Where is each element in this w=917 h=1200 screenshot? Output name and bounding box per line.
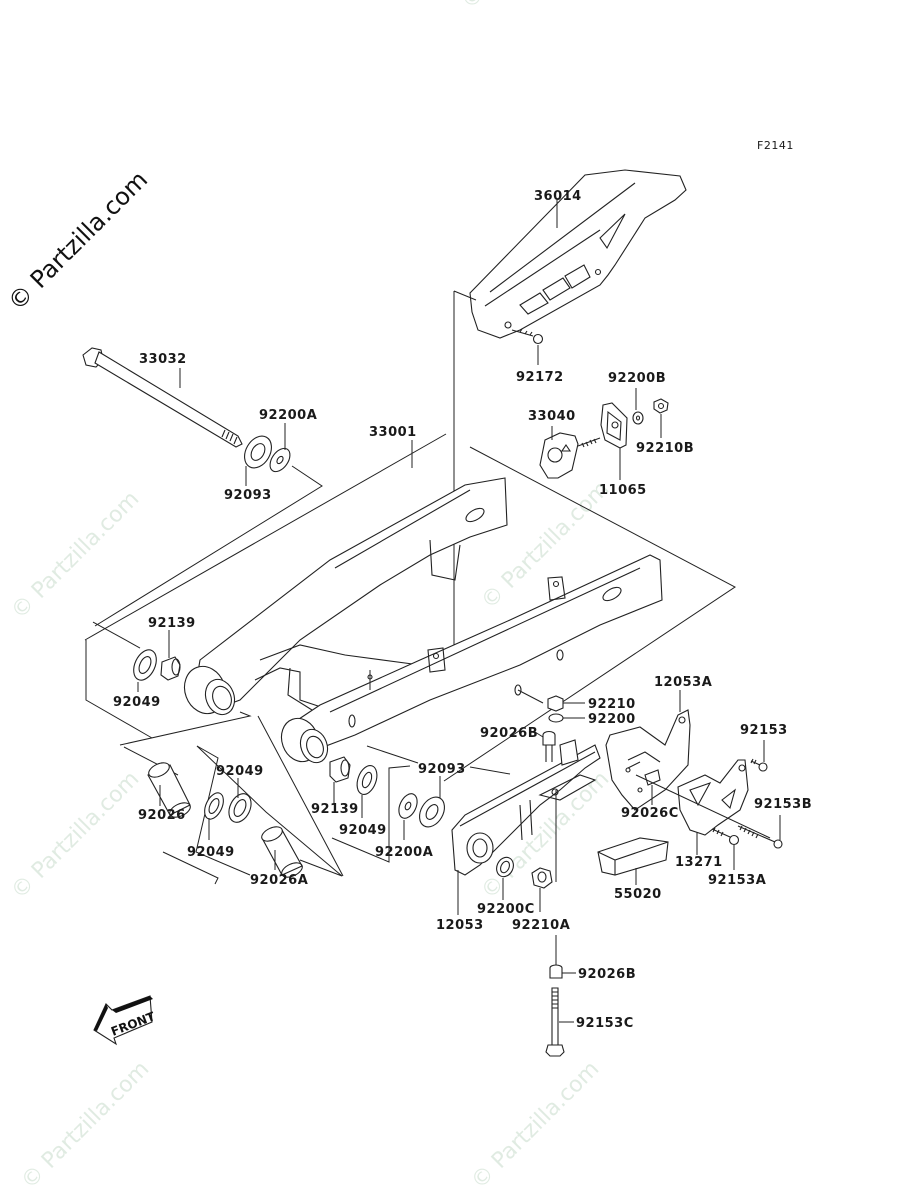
label-92093-mid: 92093 [418,762,466,777]
label-12053: 12053 [436,918,484,933]
label-13271: 13271 [675,855,723,870]
washer-92200A-top[interactable] [266,445,294,475]
pivot-shaft-33032[interactable] [82,347,243,448]
label-36014: 36014 [534,189,582,204]
label-92139-mid: 92139 [311,802,359,817]
label-33040: 33040 [528,409,576,424]
nut-92210[interactable] [547,695,564,712]
label-92172: 92172 [516,370,564,385]
label-92153: 92153 [740,723,788,738]
chain-slider-12053[interactable] [451,744,601,876]
label-55020: 55020 [614,887,662,902]
swingarm-33001[interactable] [178,477,663,767]
label-33001: 33001 [369,425,417,440]
label-92026B-bottom: 92026B [578,967,636,982]
watermark-faint: © Partzilla.com [457,0,595,14]
label-92200A-top: 92200A [259,408,317,423]
adjuster-33040[interactable] [539,432,601,479]
watermark-faint: © Partzilla.com [7,767,145,905]
watermark-faint: © Partzilla.com [7,487,145,625]
label-92200B: 92200B [608,371,666,386]
block-55020[interactable] [597,837,669,876]
sleeve-92026A[interactable] [259,824,304,880]
bushing-92139-mid[interactable] [329,756,351,783]
label-92210: 92210 [588,697,636,712]
label-92049-left: 92049 [113,695,161,710]
label-92026A: 92026A [250,873,308,888]
label-92210A: 92210A [512,918,570,933]
washer-92200C[interactable] [494,855,517,880]
nut-92210A[interactable] [531,867,553,889]
bracket-13271[interactable] [677,759,749,836]
label-92026C: 92026C [621,806,679,821]
label-92210B: 92210B [636,441,694,456]
bolt-92153[interactable] [750,758,768,772]
front-arrow-icon: FRONT [93,995,158,1046]
label-92026: 92026 [138,808,186,823]
label-92049-c: 92049 [339,823,387,838]
watermark-faint: © Partzilla.com [467,1057,605,1195]
bracket-12053A[interactable] [605,709,691,811]
plate-11065[interactable] [600,402,628,449]
bolt-92153B[interactable] [737,825,783,849]
spacer-92026B-bottom[interactable] [549,964,563,979]
label-92139-left: 92139 [148,616,196,631]
label-92200: 92200 [588,712,636,727]
label-92200C: 92200C [477,902,535,917]
chain-guard-36014[interactable] [469,169,687,339]
label-92200A-mid: 92200A [375,845,433,860]
label-92153C: 92153C [576,1016,634,1031]
label-12053A: 12053A [654,675,712,690]
label-92093-top: 92093 [224,488,272,503]
bushing-92139-left[interactable] [160,656,181,681]
watermark-main: © Partzilla.com [2,165,153,316]
label-11065: 11065 [599,483,647,498]
spacer-92026B-top[interactable] [542,730,579,766]
washer-92200[interactable] [548,713,564,723]
washer-92049-b[interactable] [201,790,227,822]
seal-92049-c[interactable] [353,763,380,797]
watermark-faint: © Partzilla.com [17,1057,155,1195]
label-92026B-top: 92026B [480,726,538,741]
seal-92093-top[interactable] [239,431,277,472]
bolt-92172[interactable] [511,328,544,345]
seal-92049-a[interactable] [225,790,256,826]
washer-92200A-mid[interactable] [395,791,420,821]
seal-92093-mid[interactable] [414,793,449,832]
bolt-92153C[interactable] [545,987,565,1057]
nut-92210B[interactable] [653,398,669,414]
washer-92200B[interactable] [632,411,644,425]
label-92049-b: 92049 [187,845,235,860]
label-92153B: 92153B [754,797,812,812]
figure-code: F2141 [757,139,794,152]
seal-92049-left[interactable] [129,646,161,683]
label-92153A: 92153A [708,873,766,888]
sleeve-92026[interactable] [146,760,192,820]
label-33032: 33032 [139,352,187,367]
bolt-92153A[interactable] [711,827,740,846]
